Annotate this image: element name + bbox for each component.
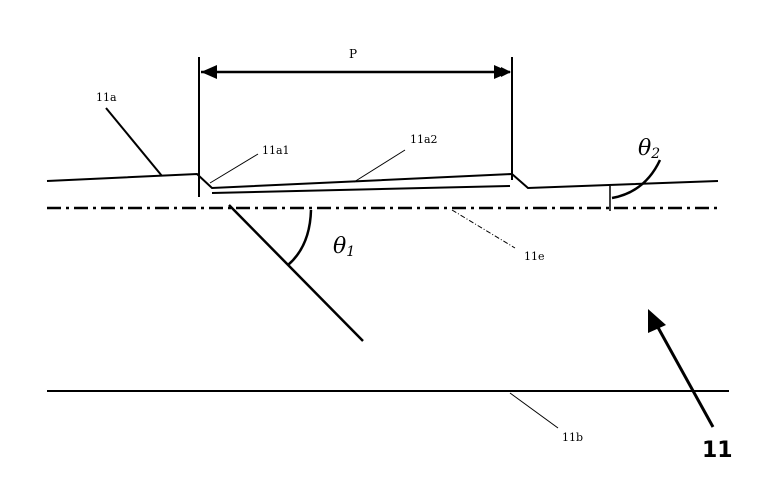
leader-11b [510,393,558,428]
assembly-reference-11: 11 [648,309,733,463]
label-11b: 11b [562,431,583,444]
leader-11e [452,210,515,248]
angle-theta1: θ1 [229,205,363,341]
label-11e: 11e [524,250,545,263]
assembly-arrowhead [648,309,666,333]
theta2-arc [612,160,660,198]
inclined-line [229,205,363,341]
label-11a2: 11a2 [410,133,438,146]
pitch-arrowhead-right [494,65,510,79]
label-11a: 11a [96,91,117,104]
theta1-subscript: 1 [346,244,355,260]
leader-11a2 [354,150,405,182]
leader-11a1 [210,154,258,183]
theta2-subscript: 2 [650,146,660,162]
label-11: 11 [702,438,733,463]
label-11a1: 11a1 [262,144,290,157]
lower-surface-11b: 11b [47,391,729,444]
theta2-symbol: θ [638,136,651,161]
upper-surface-line [47,174,718,188]
pitch-arrowhead-left [201,65,217,79]
reference-line-11e: 11e [47,208,722,263]
upper-surface-11a: 11a 11a1 11a2 [47,91,718,193]
pitch-label: P [349,47,357,61]
pitch-dimension: P [199,47,512,197]
theta1-label: θ1 [333,234,355,260]
theta2-label: θ2 [638,136,660,162]
segment-11a2-lower-edge [212,186,510,193]
theta1-symbol: θ [333,234,346,259]
theta1-arc [288,210,311,265]
assembly-arrow-shaft [655,322,713,427]
angle-theta2: θ2 [610,136,660,211]
leader-11a [106,108,162,176]
